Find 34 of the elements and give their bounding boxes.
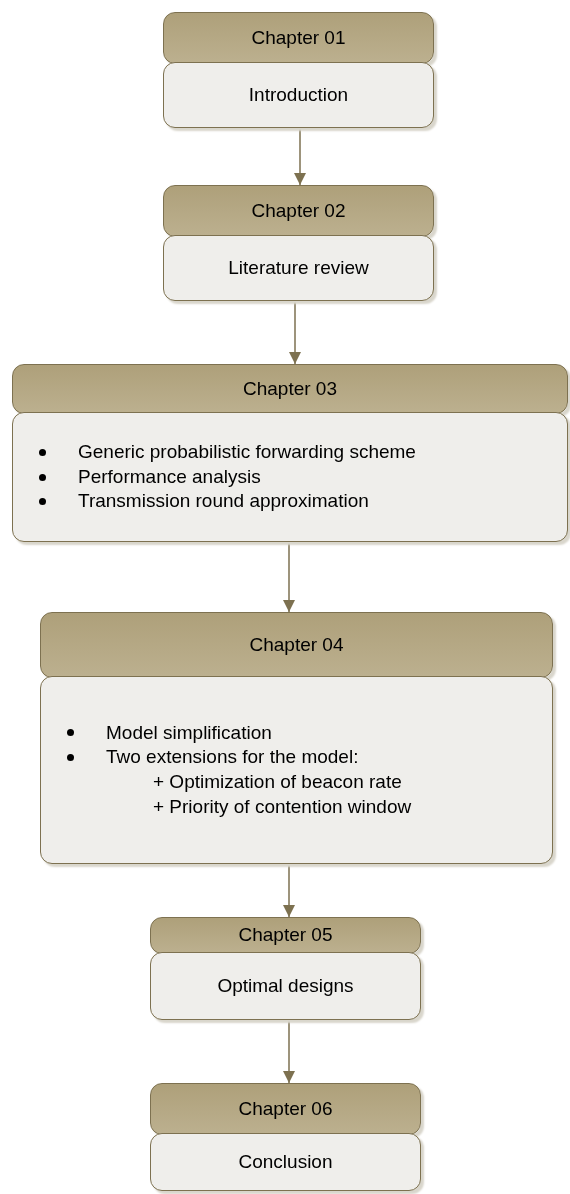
chapter-title: Chapter 05: [238, 923, 333, 948]
chapter-title: Chapter 01: [251, 25, 346, 50]
chapter-header-box: [163, 185, 434, 237]
chapter-topic: Literature review: [228, 255, 369, 280]
bullet-text: Performance analysis: [78, 464, 261, 489]
arrow: [294, 127, 306, 186]
chapter-header-box: [150, 1083, 421, 1135]
bullet-text: Generic probabilistic forwarding scheme: [78, 439, 416, 464]
chapter-content-box: [163, 62, 434, 128]
bullet-text: Transmission round approximation: [78, 489, 369, 514]
sub-item-text: + Priority of contention window: [152, 794, 412, 819]
sub-item-text: + Optimization of beacon rate: [152, 770, 402, 794]
chapter-title: Chapter 06: [238, 1096, 333, 1121]
chapter-topic: Introduction: [248, 82, 349, 107]
chapter-title: Chapter 04: [249, 632, 344, 657]
chapter-topic: Optimal designs: [217, 973, 354, 998]
chapter-topic: Conclusion: [238, 1149, 333, 1174]
chapter-content-box: [163, 235, 434, 301]
arrow: [283, 1019, 295, 1084]
chapter-header-box: [40, 612, 553, 678]
chapter-title: Chapter 03: [243, 376, 337, 401]
arrow: [283, 541, 295, 613]
chapter-content-box: [150, 952, 421, 1020]
bullet-text: Model simplification: [106, 720, 272, 745]
arrow: [289, 300, 301, 365]
chapter-content-box: [12, 412, 568, 542]
bullet-text: Two extensions for the model:: [106, 745, 359, 770]
chapter-header-box: [150, 917, 421, 954]
arrow: [283, 863, 295, 918]
chapter-content-box: [40, 676, 553, 864]
chapter-title: Chapter 02: [251, 198, 346, 223]
chapter-content-box: [150, 1133, 421, 1191]
chapter-header-box: [163, 12, 434, 64]
chapter-header-box: [12, 364, 568, 414]
